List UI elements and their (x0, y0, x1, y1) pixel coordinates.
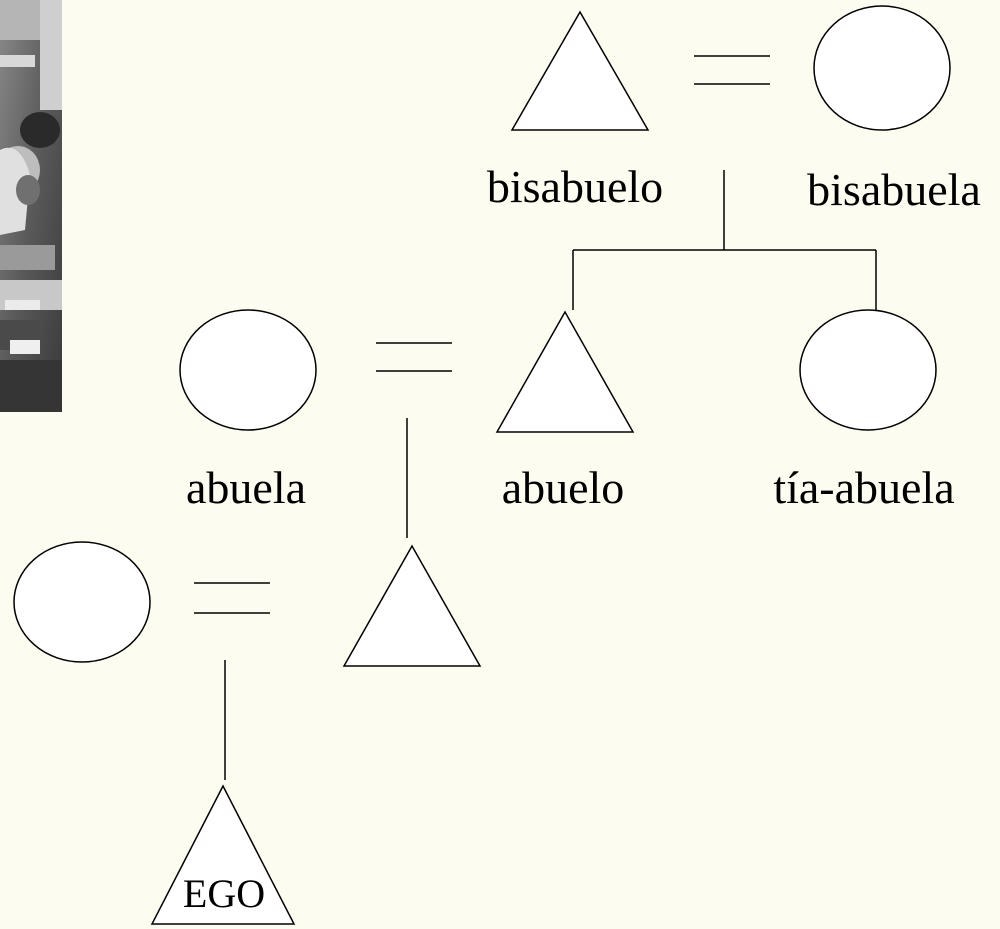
bisabuelo-triangle (510, 10, 650, 131)
abuelo-label: abuelo (502, 462, 625, 513)
abuela-label: abuela (186, 462, 306, 513)
classroom-photo (0, 0, 62, 412)
bisabuela-label: bisabuela (807, 164, 981, 215)
tia-abuela-label: tía-abuela (773, 462, 954, 513)
abuelo-triangle (495, 310, 635, 433)
bisabuelo-label: bisabuelo (487, 161, 663, 212)
tia-abuela-circle (799, 309, 937, 431)
abuela-circle (179, 309, 317, 431)
ego-triangle (150, 784, 296, 925)
bisabuela-circle (813, 5, 951, 131)
photo-image (0, 0, 62, 412)
father-triangle (342, 544, 482, 667)
ego-label: EGO (183, 871, 265, 916)
mother-circle (13, 541, 151, 663)
